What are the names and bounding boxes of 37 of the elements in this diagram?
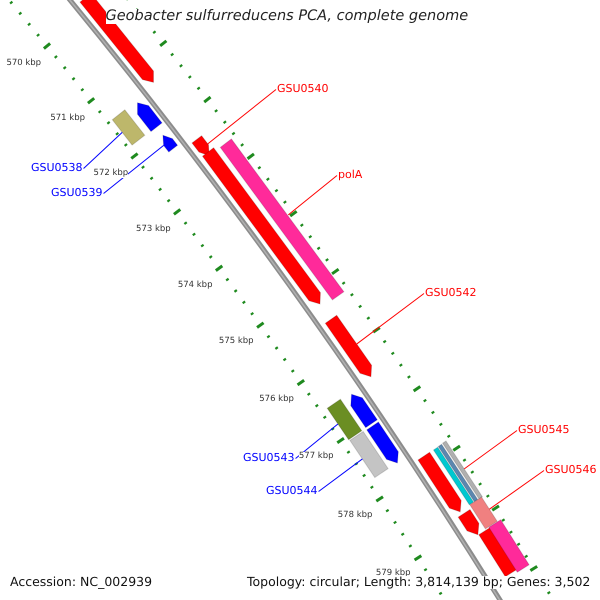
scale-label: 572 kbp bbox=[94, 169, 128, 178]
scale-label: 574 kbp bbox=[178, 280, 212, 290]
scale-label: 570 kbp bbox=[6, 59, 42, 68]
gene-label: polA bbox=[338, 169, 362, 180]
gene-label: GSU0540 bbox=[277, 83, 329, 94]
leader-line bbox=[464, 430, 518, 470]
gene-label: GSU0539 bbox=[51, 187, 103, 198]
gene-label: GSU0544 bbox=[266, 485, 318, 496]
gene-label: GSU0546 bbox=[545, 464, 597, 475]
scale-label: 571 kbp bbox=[50, 114, 85, 122]
leader-line bbox=[295, 423, 338, 459]
genome-info-text: Topology: circular; Length: 3,814,139 bp; Genes: 3,502 bbox=[247, 576, 590, 588]
gene-label: GSU0545 bbox=[518, 424, 570, 435]
gene-feature bbox=[162, 134, 178, 153]
gene-label: GSU0542 bbox=[425, 287, 477, 298]
leader-line bbox=[488, 470, 544, 510]
title: Geobacter sulfurreducens PCA, complete genome bbox=[106, 9, 468, 24]
leader-line bbox=[83, 132, 123, 169]
scale-label: 573 kbp bbox=[136, 224, 171, 234]
leader-line bbox=[288, 175, 338, 216]
gene-feature bbox=[191, 135, 210, 156]
leader-line bbox=[207, 89, 276, 144]
accession-text: Accession: NC_002939 bbox=[10, 576, 152, 588]
scale-label: 575 kbp bbox=[218, 337, 254, 346]
gene-label: GSU0538 bbox=[31, 162, 83, 173]
scale-label: 578 kbp bbox=[338, 510, 372, 520]
leader-line bbox=[356, 293, 424, 344]
gene-feature bbox=[349, 430, 389, 478]
gene-feature bbox=[112, 109, 146, 146]
gene-feature bbox=[326, 398, 362, 440]
scale-label: 576 kbp bbox=[259, 394, 294, 404]
gene-label: GSU0543 bbox=[243, 452, 295, 463]
scale-label: 577 kbp bbox=[298, 452, 334, 461]
gene-feature bbox=[324, 314, 372, 378]
leader-line bbox=[318, 458, 363, 492]
gene-feature bbox=[469, 496, 498, 530]
leader-line bbox=[103, 144, 164, 194]
